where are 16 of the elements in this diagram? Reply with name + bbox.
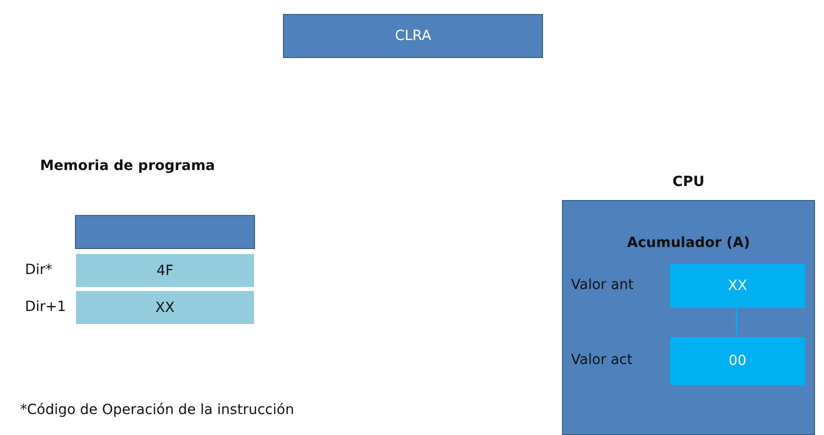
memory-heading: Memoria de programa [40,158,215,174]
memory-cell [75,215,255,249]
memory-cell: XX [75,290,255,325]
register-box: 00 [669,336,806,386]
cpu-panel [562,200,815,435]
row-label: Dir+1 [25,298,66,314]
memory-cell: 4F [75,253,255,288]
row-label: Valor act [571,352,632,368]
register-title: Acumulador (A) [627,235,750,251]
instruction-box: CLRA [283,14,543,58]
footnote: *Código de Operación de la instrucción [20,402,294,418]
row-label: Dir* [25,262,52,278]
panel-heading: CPU [672,174,704,190]
connector-line [736,308,738,335]
register-box: XX [669,263,806,309]
row-label: Valor ant [571,277,634,293]
